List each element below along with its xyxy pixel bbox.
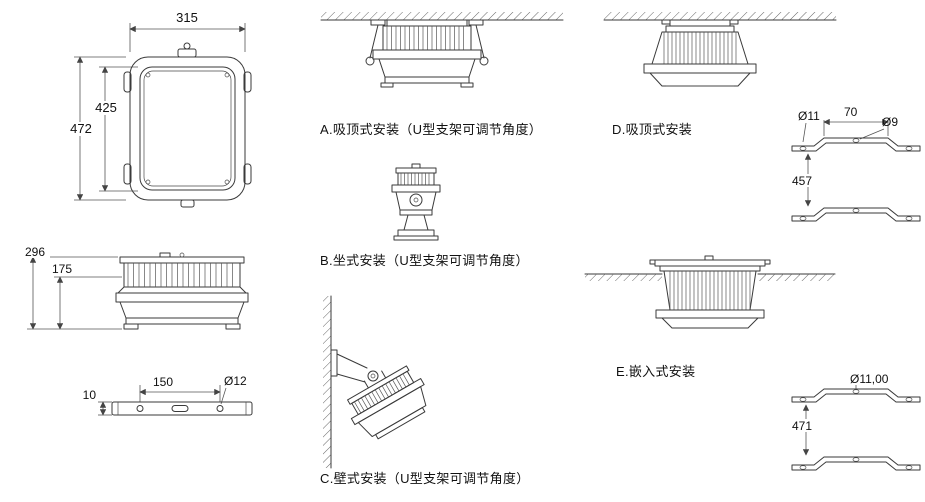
mount-b-view: [391, 163, 441, 241]
dim-hole-diameter-label: Ø12: [224, 374, 247, 388]
wall-hatch: [323, 296, 331, 468]
heatsink-fins: [127, 263, 233, 287]
dim-inner-height-label: 425: [95, 100, 117, 115]
dim-hole-1100-label: Ø11,00: [850, 372, 889, 386]
bracket-strap: [791, 456, 921, 471]
top-mount-lug: [177, 48, 197, 58]
dim-width-315: 315: [129, 10, 246, 52]
u-bracket-arm: [475, 24, 485, 59]
dim-bracket-hole-a: Ø11: [798, 109, 820, 143]
heatsink-fins: [400, 173, 430, 185]
pivot-bolt: [367, 370, 379, 382]
dim-inner-height-425: 425: [90, 66, 138, 192]
dim-body-height-label: 175: [52, 262, 72, 276]
mount-e-view: [584, 255, 836, 329]
dim-height-472: 472: [65, 56, 126, 201]
bracket-lower-view: Ø11,00 471: [789, 372, 921, 471]
bracket-strap: [791, 137, 921, 152]
dim-thickness-10: 10: [83, 388, 112, 416]
bracket-strap: [791, 207, 921, 222]
fixture-front-outline: [123, 42, 252, 208]
mount-slot: [171, 405, 189, 412]
fixture-highbay-ceiling: [643, 19, 757, 87]
mount-c-view: [323, 295, 427, 469]
heatsink-fins: [663, 32, 737, 64]
side-view: 296 175: [20, 245, 249, 330]
bottom-lug: [180, 199, 195, 208]
ceiling-hatch: [585, 274, 662, 281]
dim-bracket-hole: Ø11,00: [850, 372, 889, 390]
mount-a-view: [320, 12, 564, 88]
dim-hole-b-label: Ø9: [882, 115, 898, 129]
dim-side-height-label: 296: [25, 245, 45, 259]
u-bracket-arm: [369, 24, 379, 59]
dim-width-label: 315: [176, 10, 198, 25]
front-view: 315 472 425: [65, 10, 252, 208]
dim-bracket-length-457: 457: [789, 153, 821, 207]
mount-c-label: C.壁式安装（U型支架可调节角度）: [320, 471, 530, 486]
pivot-bolt: [365, 56, 375, 66]
fixture-recessed: [649, 255, 771, 329]
fixture-wall-mounted: [347, 365, 427, 440]
bracket-strap: [791, 388, 921, 403]
dim-length-471-label: 471: [792, 419, 812, 433]
u-bracket-arm: [403, 214, 409, 231]
dim-thickness-label: 10: [83, 388, 97, 402]
dim-hole-spacing-150: 150: [139, 375, 221, 402]
pivot-bolt: [409, 193, 423, 207]
mount-b-label: B.坐式安装（U型支架可调节角度）: [320, 253, 529, 268]
ceiling-hatch: [321, 12, 563, 20]
dim-hole-diameter-12: Ø12: [220, 374, 247, 405]
fixture-seated-mounted: [391, 163, 441, 241]
dim-side-height-296: 296: [20, 245, 122, 330]
dim-length-457-label: 457: [792, 174, 812, 188]
pivot-bolt: [479, 56, 489, 66]
dim-hole-a-label: Ø11: [798, 109, 820, 123]
mount-hole: [216, 405, 224, 412]
base-plate-view: 150 Ø12 10: [83, 374, 253, 416]
mount-e-label: E.嵌入式安装: [616, 364, 696, 379]
heatsink-fins: [669, 271, 751, 310]
heatsink-fins: [354, 373, 410, 414]
mount-a-label: A.吸顶式安装（U型支架可调节角度）: [320, 122, 543, 137]
bracket-upper-view: Ø11 70 Ø9 457: [789, 105, 921, 222]
fixture-ceiling-mounted: [365, 19, 489, 88]
mount-d-view: [603, 12, 837, 87]
fixture-side-outline: [115, 252, 249, 330]
dim-bracket-length-471: 471: [789, 404, 819, 456]
base-foot: [397, 229, 435, 237]
base-plate-outline: [111, 401, 253, 416]
dim-width-70-label: 70: [844, 105, 858, 119]
ceiling-hatch: [604, 12, 836, 20]
mount-d-label: D.吸顶式安装: [612, 122, 693, 137]
u-bracket-arm: [423, 214, 429, 231]
ceiling-hatch: [758, 274, 835, 281]
wall-bracket: [330, 349, 379, 383]
dim-bracket-width-70: 70: [823, 105, 889, 136]
dim-body-height-175: 175: [48, 262, 122, 330]
mount-hole: [136, 405, 144, 412]
dim-hole-spacing-label: 150: [153, 375, 173, 389]
dim-bracket-hole-b: Ø9: [859, 115, 898, 140]
heatsink-fins: [386, 26, 464, 50]
dim-height-label: 472: [70, 121, 92, 136]
